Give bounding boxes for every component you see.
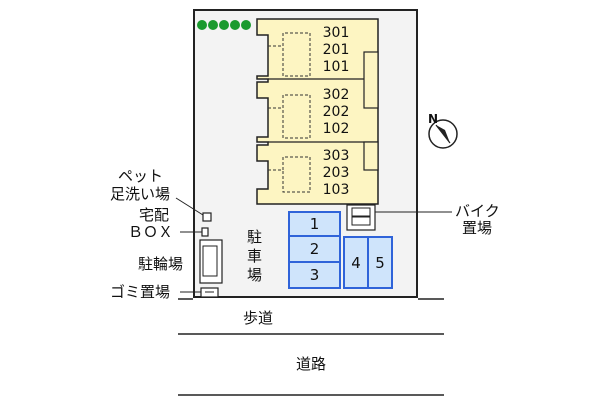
unit-label: 203: [322, 165, 350, 181]
parking-number: 4: [351, 253, 361, 272]
bicycle-parking-label: 駐輪場: [138, 255, 184, 273]
delivery-box-label-line1: 宅配: [139, 206, 170, 224]
north-label: N: [428, 112, 439, 126]
parking-space-2: 2: [288, 235, 341, 263]
sidewalk-label: 歩道: [243, 309, 274, 327]
pet-wash-label-line2: 足洗い場: [110, 185, 171, 203]
unit-label: 103: [322, 182, 350, 198]
parking-number: 3: [309, 266, 320, 284]
unit-label: 101: [322, 59, 350, 75]
road-label: 道路: [296, 355, 327, 373]
unit-label: 201: [322, 42, 350, 58]
unit-label: 301: [322, 25, 350, 41]
pet-wash-label-line1: ペット: [118, 167, 164, 185]
unit-stack-c: 303 203 103: [311, 148, 361, 199]
tree-icon: [219, 20, 229, 30]
tree-icon: [241, 20, 251, 30]
parking-lot-label: 駐 車 場: [247, 228, 263, 284]
tree-icon: [230, 20, 240, 30]
bike-parking-label-line2: 置場: [462, 219, 493, 237]
parking-number: 5: [375, 253, 385, 272]
tree-icon: [197, 20, 207, 30]
unit-label: 102: [322, 121, 350, 137]
parking-space-4: 4: [343, 236, 369, 289]
unit-stack-b: 302 202 102: [311, 87, 361, 138]
garbage-area-label: ゴミ置場: [110, 283, 171, 301]
parking-space-1: 1: [288, 211, 341, 237]
unit-stack-a: 301 201 101: [311, 25, 361, 76]
parking-number: 2: [309, 240, 320, 258]
bike-parking-label-line1: バイク: [455, 202, 500, 220]
parking-space-3: 3: [288, 261, 341, 289]
unit-label: 303: [322, 148, 350, 164]
unit-label: 202: [322, 104, 350, 120]
delivery-box-label-line2: ＢＯＸ: [128, 223, 174, 241]
parking-number: 1: [309, 215, 320, 233]
tree-icon: [208, 20, 218, 30]
parking-space-5: 5: [367, 236, 393, 289]
unit-label: 302: [322, 87, 350, 103]
